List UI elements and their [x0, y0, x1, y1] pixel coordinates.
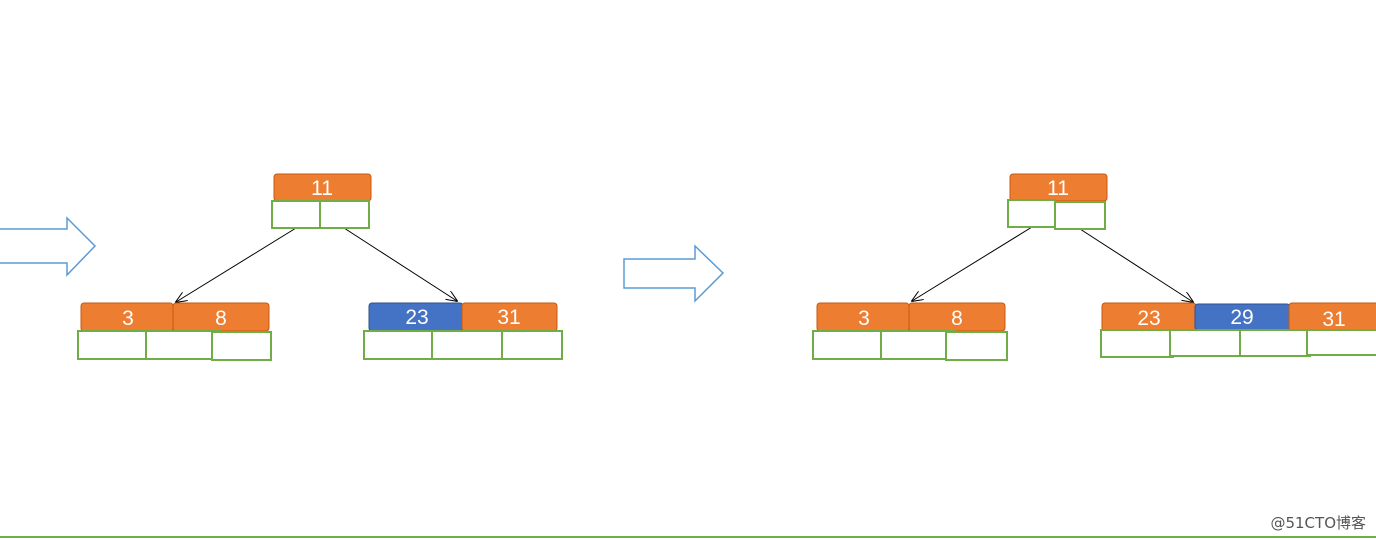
- pointer-slot: [1169, 329, 1243, 357]
- tree-1-root-node: 11: [271, 173, 372, 229]
- pointer-slot: [1007, 199, 1056, 228]
- key-label: 8: [951, 307, 963, 330]
- tree-2-right-child-node: 23 29 31: [1100, 302, 1376, 358]
- pointer-slot: [812, 330, 889, 360]
- pointer-slot: [1054, 201, 1106, 230]
- key-label: 31: [497, 306, 520, 329]
- pointer-slot: [319, 200, 370, 229]
- key-label: 11: [1047, 177, 1069, 200]
- pointer-slot: [431, 330, 503, 360]
- key-label: 31: [1322, 308, 1345, 331]
- transition-arrow-1: [0, 216, 97, 277]
- pointer-slot: [145, 330, 221, 360]
- pointer-slot: [501, 330, 563, 360]
- key-label: 29: [1230, 306, 1253, 329]
- tree-1-right-child-node: 23 31: [363, 302, 563, 360]
- tree-1-edge-right: [343, 227, 457, 301]
- key-label: 23: [1137, 307, 1160, 330]
- pointer-slot: [77, 330, 154, 360]
- pointer-slot: [1306, 329, 1376, 356]
- key-label: 11: [311, 177, 333, 200]
- tree-1-left-child-node: 3 8: [77, 302, 272, 361]
- watermark: @51CTO博客: [1270, 514, 1366, 532]
- pointer-slot: [211, 331, 272, 361]
- tree-2-edge-left: [912, 226, 1033, 301]
- tree-1: 11 3 8 23 31: [77, 173, 563, 361]
- tree-2-edge-right: [1079, 228, 1193, 302]
- key-label: 3: [122, 307, 134, 330]
- tree-2-left-child-node: 3 8: [812, 302, 1008, 361]
- pointer-slot: [945, 331, 1008, 361]
- pointer-slot: [271, 200, 321, 229]
- key-label: 23: [405, 306, 428, 329]
- transition-arrow-2: [623, 244, 725, 303]
- pointer-slot: [363, 330, 438, 360]
- bottom-rule: [0, 536, 1376, 538]
- tree-2: 11 3 8 23 29 31: [812, 173, 1376, 361]
- key-label: 3: [858, 307, 870, 330]
- key-label: 8: [215, 307, 227, 330]
- pointer-slot: [1239, 329, 1311, 357]
- pointer-slot: [880, 330, 956, 360]
- pointer-slot: [1100, 329, 1174, 358]
- tree-2-root-node: 11: [1007, 173, 1108, 230]
- tree-1-edge-left: [176, 227, 297, 302]
